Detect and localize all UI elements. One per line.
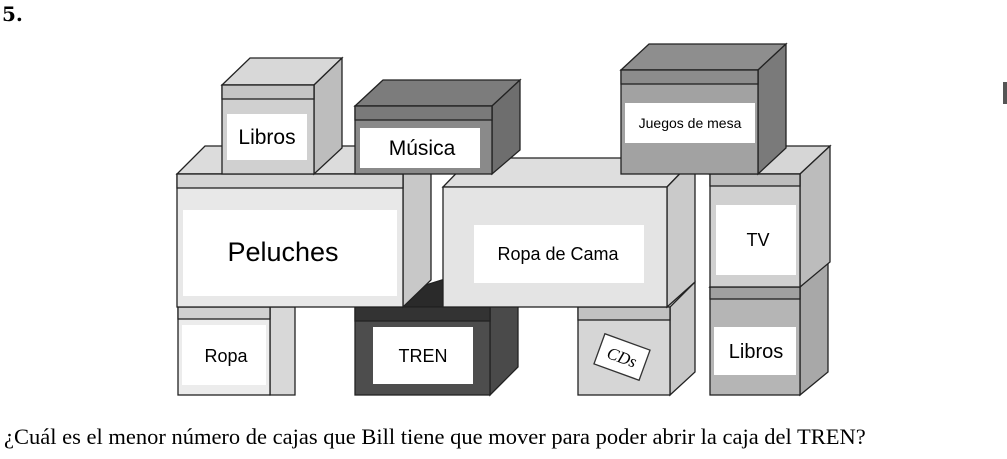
box-libros-bottom: Libros — [708, 260, 830, 397]
box-libros-bottom-label: Libros — [729, 341, 783, 363]
box-tren-label: TREN — [399, 346, 448, 366]
box-musica-label: Música — [389, 137, 456, 160]
box-libros-top-label: Libros — [238, 126, 295, 149]
box-ropa: Ropa — [177, 306, 296, 396]
box-stack-illustration: Ropa TREN CDs Libros Peluches — [175, 42, 1007, 397]
box-ropa-cama-label: Ropa de Cama — [497, 244, 619, 264]
box-libros-top: Libros — [220, 56, 344, 176]
box-cds: CDs — [577, 280, 696, 397]
box-ropa-label: Ropa — [204, 346, 248, 366]
edge-mark — [1003, 82, 1007, 104]
box-juegos-de-mesa: Juegos de mesa — [619, 42, 788, 176]
box-tv-label: TV — [746, 230, 769, 250]
problem-number: 5. — [2, 2, 23, 26]
box-ropa-cama: Ropa de Cama — [441, 156, 697, 309]
question-text: ¿Cuál es el menor número de cajas que Bi… — [4, 424, 866, 449]
box-peluches-label: Peluches — [227, 237, 338, 267]
box-musica: Música — [353, 78, 522, 176]
box-juegos-label: Juegos de mesa — [639, 115, 742, 131]
